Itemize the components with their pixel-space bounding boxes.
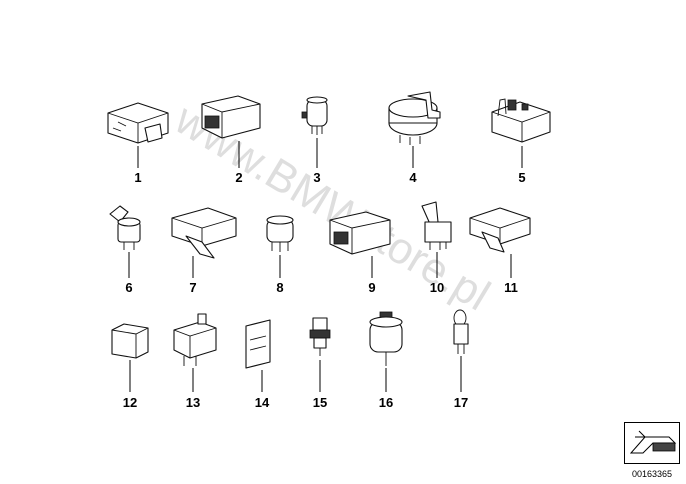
part-number: 15: [313, 395, 327, 410]
part-number: 9: [368, 280, 375, 295]
part-5-icon: [491, 98, 551, 143]
part-11-icon: [469, 207, 531, 253]
part-1-icon: [107, 102, 169, 144]
part-17-icon: [453, 309, 469, 354]
part-14-icon: [245, 319, 271, 369]
part-number: 5: [518, 170, 525, 185]
part-number: 4: [409, 170, 417, 185]
part-number: 7: [189, 280, 196, 295]
leader-lines: [128, 138, 523, 392]
part-7-icon: [171, 207, 237, 259]
reference-symbol-box: [624, 422, 680, 464]
part-number: 2: [235, 170, 242, 185]
part-10-icon: [421, 201, 452, 250]
part-number: 16: [379, 395, 393, 410]
part-13-icon: [173, 313, 217, 366]
part-number: 13: [186, 395, 200, 410]
part-4-icon: [388, 91, 441, 145]
part-3-icon: [301, 96, 328, 135]
part-number: 6: [125, 280, 132, 295]
part-number: 3: [313, 170, 320, 185]
part-number: 17: [454, 395, 468, 410]
part-number: 12: [123, 395, 137, 410]
part-number: 10: [430, 280, 444, 295]
part-number: 11: [504, 280, 518, 295]
part-number: 1: [134, 170, 141, 185]
part-2-icon: [201, 95, 261, 139]
part-number: 14: [255, 395, 270, 410]
part-6-icon: [109, 205, 141, 250]
part-9-icon: [329, 211, 391, 255]
part-12-icon: [111, 323, 149, 359]
reference-code: 00163365: [631, 469, 673, 479]
part-16-icon: [369, 311, 403, 366]
part-8-icon: [266, 215, 294, 252]
part-number: 8: [276, 280, 283, 295]
part-15-icon: [309, 317, 331, 356]
part-numbers: 1 2 3 4 5 6 7 8 9 10 11 12 13 14 15 16 1…: [123, 170, 526, 410]
reference-arrow-icon: [629, 430, 677, 454]
